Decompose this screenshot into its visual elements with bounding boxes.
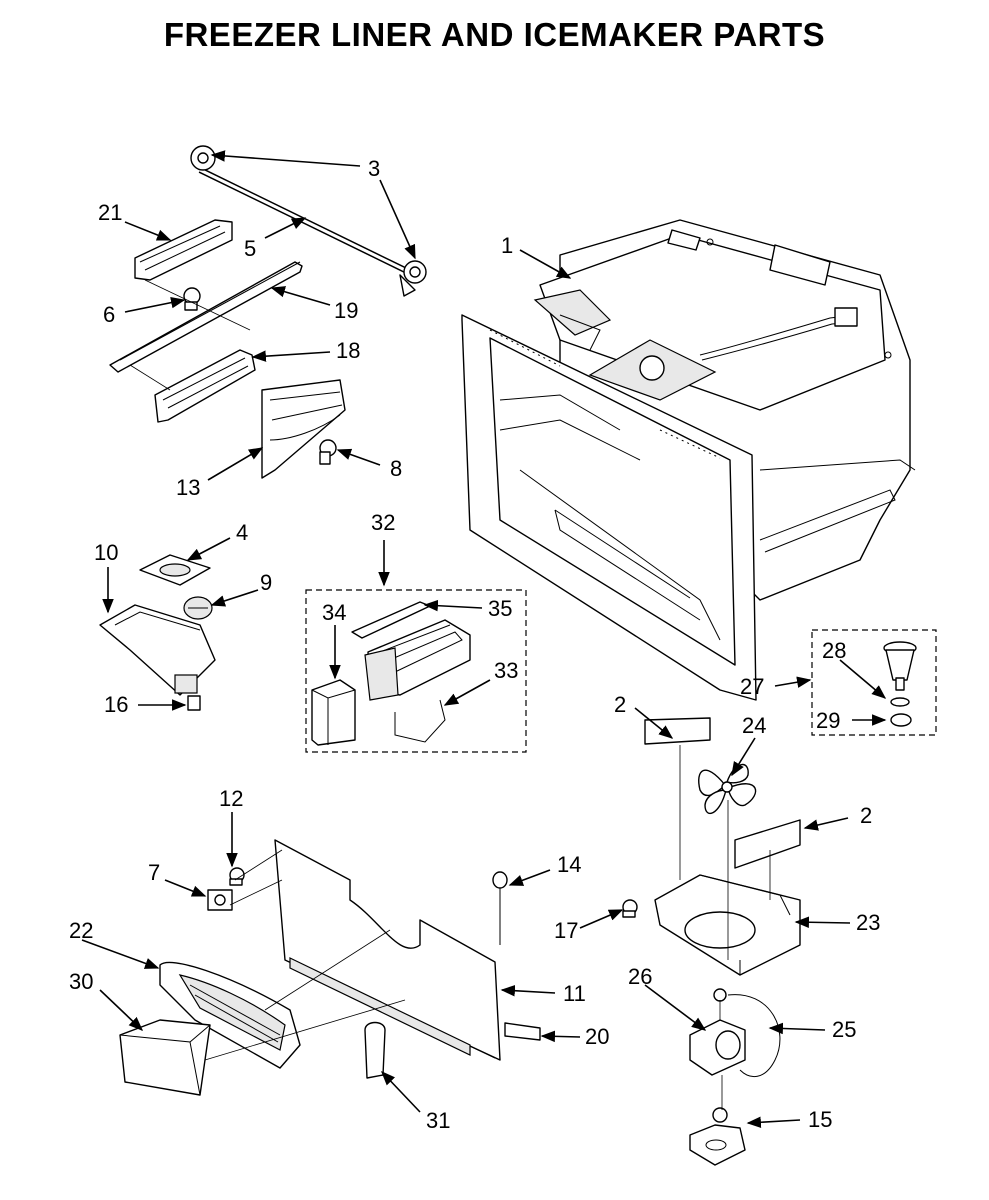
fill-cup-28 [883, 641, 917, 691]
callout-7: 7 [148, 860, 160, 885]
alignment-lines [129, 279, 771, 1110]
callout-29: 29 [816, 708, 840, 733]
callout-leaders [81, 150, 887, 1129]
callout-9: 9 [260, 570, 272, 595]
fan-shroud-23 [654, 874, 801, 976]
callout-11: 11 [563, 981, 586, 1006]
callout-32: 32 [371, 510, 395, 535]
screw-8 [319, 439, 337, 465]
bracket-18 [154, 349, 256, 423]
callout-12: 12 [219, 786, 243, 811]
callout-2-upper: 2 [614, 692, 626, 717]
pad-2-upper [644, 717, 711, 745]
callout-17: 17 [554, 918, 578, 943]
callout-4: 4 [236, 520, 248, 545]
callout-5: 5 [244, 236, 256, 261]
callout-26: 26 [628, 964, 652, 989]
callout-6: 6 [103, 302, 115, 327]
freezer-liner [461, 219, 916, 701]
callout-31: 31 [426, 1108, 450, 1133]
sensor-14 [492, 871, 508, 945]
callout-1: 1 [501, 233, 513, 258]
screw-6 [183, 287, 201, 311]
bracket-21 [134, 219, 233, 281]
callout-15: 15 [808, 1107, 832, 1132]
bracket-7 [207, 889, 233, 911]
icemaker-kit-box [305, 589, 527, 753]
callout-30: 30 [69, 969, 93, 994]
callout-18: 18 [336, 338, 360, 363]
callout-20: 20 [585, 1024, 609, 1049]
control-box-34 [311, 679, 356, 746]
pad-2-lower [734, 819, 801, 869]
strip-20 [504, 1022, 541, 1041]
callout-35: 35 [488, 596, 512, 621]
callout-34: 34 [322, 600, 346, 625]
callout-10: 10 [94, 540, 118, 565]
callout-27: 27 [740, 674, 764, 699]
plug-16 [187, 695, 201, 711]
motor-bracket-15 [689, 1107, 746, 1166]
callout-25: 25 [832, 1017, 856, 1042]
screw-17 [622, 899, 638, 918]
callout-23: 23 [856, 910, 880, 935]
rear-panel-11 [274, 839, 501, 1061]
page-title: FREEZER LINER AND ICEMAKER PARTS [163, 16, 826, 53]
icemaker-33 [364, 619, 471, 743]
cover-30 [119, 1019, 211, 1096]
fan-blade-24 [698, 763, 757, 815]
callout-24: 24 [742, 713, 766, 738]
cover-4 [139, 554, 211, 586]
callout-3: 3 [368, 156, 380, 181]
bracket-13 [261, 379, 346, 479]
housing-10 [99, 604, 216, 696]
callout-labels: 1 2 2 3 4 5 6 7 8 9 10 11 12 13 14 15 16… [69, 156, 880, 1133]
callout-19: 19 [334, 298, 358, 323]
callout-2-lower: 2 [860, 803, 872, 828]
callout-33: 33 [494, 658, 518, 683]
motor-9 [183, 596, 213, 620]
light-31 [364, 1021, 386, 1079]
washer-29 [890, 697, 912, 727]
callout-8: 8 [390, 456, 402, 481]
fill-tube-kit-box [811, 629, 937, 736]
callout-13: 13 [176, 475, 200, 500]
callout-14: 14 [557, 852, 581, 877]
callout-22: 22 [69, 918, 93, 943]
screw-12 [229, 867, 245, 886]
fan-motor-26 [689, 988, 781, 1078]
callout-28: 28 [822, 638, 846, 663]
callout-16: 16 [104, 692, 128, 717]
callout-21: 21 [98, 200, 122, 225]
